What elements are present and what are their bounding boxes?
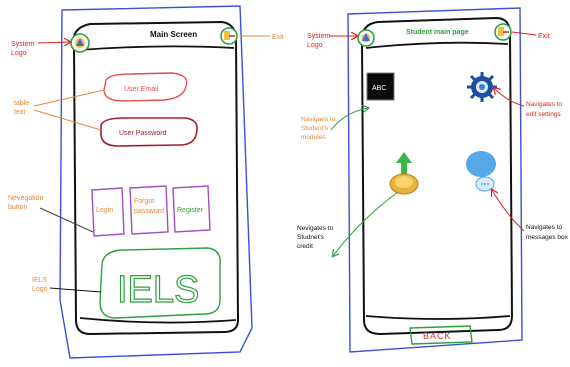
right-exit-pointer — [511, 31, 537, 36]
right-phone-outline — [360, 16, 514, 336]
edit-settings-annotation-1: Navigates to — [526, 101, 563, 108]
right-outer-frame — [347, 7, 523, 353]
navigation-button-pointer — [39, 207, 94, 233]
credit-annotation-1: Nevigates to — [297, 225, 334, 232]
register-button-label: Register — [177, 207, 204, 214]
credit-annotation-2: Studnet's — [297, 234, 325, 241]
modules-annotation-3: modules — [301, 134, 326, 141]
left-outer-frame — [59, 5, 253, 359]
exit-annotation: Exit — [272, 34, 284, 41]
abc-icon-label: ABC — [372, 85, 386, 92]
student-main-page-title: Student main page — [406, 29, 469, 36]
system-logo-icon — [357, 29, 375, 47]
system-logo-pointer — [37, 42, 70, 43]
left-inner-top-line — [79, 45, 235, 51]
messages-annotation-2: messages box — [526, 234, 569, 241]
modules-pointer — [330, 108, 368, 131]
back-button[interactable] — [409, 325, 473, 345]
right-system-logo-annotation-1: System — [307, 33, 331, 40]
exit-icon[interactable] — [494, 23, 512, 41]
modules-annotation-1: Navigaes to — [301, 116, 336, 123]
left-inner-bottom-line — [79, 317, 237, 324]
back-button-label: BACK — [423, 331, 452, 341]
forgot-password-button[interactable] — [129, 185, 169, 235]
credit-pointer — [333, 191, 399, 256]
right-annotations: System Logo Exit Navigaes to Student's m… — [297, 31, 569, 256]
system-logo-annotation-2: Logo — [11, 50, 27, 57]
messages-pointer — [492, 190, 525, 232]
table-text-annotation-2: text — [14, 109, 25, 116]
user-email-field[interactable] — [103, 72, 188, 102]
table-text-pointer-1 — [33, 89, 105, 107]
iels-logo-annotation-1: IELS — [32, 277, 48, 284]
student-main-page-wireframe: Student main page ABC — [347, 7, 523, 353]
iels-logo-box — [99, 247, 221, 319]
edit-settings-annotation-2: edit settings — [526, 111, 561, 118]
system-logo-annotation-1: System — [11, 41, 35, 48]
credit-coin-icon[interactable] — [389, 152, 419, 195]
left-phone-outline — [72, 20, 240, 336]
system-logo-icon — [70, 33, 90, 53]
main-screen-title: Main Screen — [150, 30, 197, 39]
right-exit-annotation: Exit — [538, 33, 550, 40]
iels-logo-text: IELS — [117, 269, 199, 311]
table-text-annotation-1: table — [14, 100, 29, 107]
forgot-password-line-2: password — [134, 208, 164, 215]
user-password-label: User Password — [119, 130, 167, 137]
modules-annotation-2: Student's — [301, 125, 329, 132]
messages-annotation-1: Navigates to — [526, 224, 563, 231]
login-button-label: Login — [96, 207, 113, 214]
edit-settings-pointer — [494, 88, 525, 107]
right-inner-bottom-line — [365, 315, 511, 320]
user-email-label: User Email — [124, 86, 159, 93]
iels-logo-pointer — [49, 287, 102, 293]
right-inner-top-line — [365, 41, 509, 49]
table-text-pointer-2 — [33, 109, 102, 131]
login-button[interactable] — [91, 187, 125, 237]
settings-gear-icon[interactable] — [467, 72, 497, 102]
register-button[interactable] — [172, 185, 211, 233]
modules-icon[interactable]: ABC — [366, 72, 395, 101]
credit-annotation-3: credit — [297, 243, 313, 250]
left-annotations: System Logo Exit table text Nevegation b… — [8, 34, 284, 293]
main-screen-wireframe: Main Screen User Email User Password Log… — [59, 5, 253, 359]
messages-bubble-icon[interactable] — [466, 151, 496, 192]
exit-icon[interactable] — [220, 27, 238, 45]
navigation-button-annotation-2: button — [8, 204, 28, 211]
forgot-password-line-1: Forgot — [134, 198, 154, 205]
user-password-field[interactable] — [100, 117, 198, 147]
right-system-logo-annotation-2: Logo — [307, 42, 323, 49]
iels-logo-annotation-2: Logo — [32, 286, 48, 293]
navigation-button-annotation-1: Nevegation — [8, 195, 44, 202]
